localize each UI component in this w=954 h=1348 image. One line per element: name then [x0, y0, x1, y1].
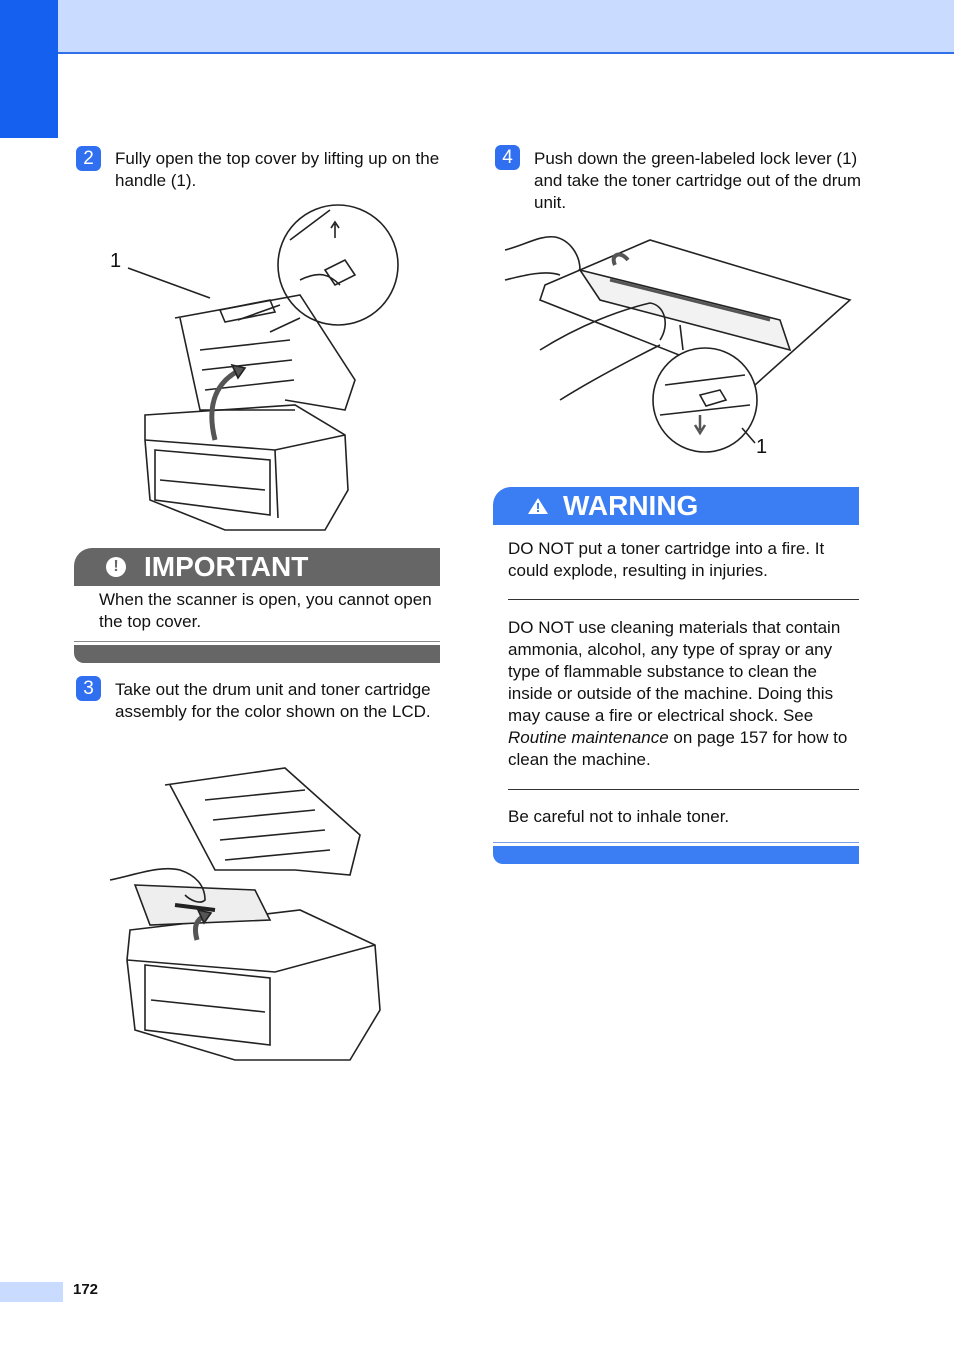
warning-cleaning-text-end: on page 157 for how to clean the machine… — [508, 728, 848, 769]
printer-top-cover-open-illustration — [127, 204, 399, 531]
warning-fire-text: DO NOT put a toner cartridge into a fire… — [508, 539, 825, 580]
warning-separator-1 — [508, 599, 859, 600]
step-4-number: 4 — [495, 145, 520, 170]
header-band — [0, 0, 954, 54]
warning-triangle-icon — [528, 498, 548, 514]
warning-separator-2 — [508, 789, 859, 790]
warning-footer — [493, 846, 859, 864]
routine-maintenance-reference: Routine maintenance — [508, 728, 669, 747]
chapter-tab — [0, 0, 58, 138]
printer-drum-removal-illustration — [109, 767, 381, 1061]
warning-inhale-text: Be careful not to inhale toner. — [508, 807, 730, 826]
toner-cartridge-removal-illustration — [504, 235, 852, 453]
important-footer — [74, 645, 440, 663]
warning-divider — [493, 842, 859, 843]
warning-header: WARNING — [493, 487, 859, 525]
step-4-text: Push down the green-labeled lock lever (… — [534, 149, 861, 212]
page-number: 172 — [73, 1281, 99, 1298]
step-2-text: Fully open the top cover by lifting up o… — [115, 149, 440, 190]
important-divider — [74, 641, 440, 642]
warning-cleaning-text: DO NOT use cleaning materials that conta… — [508, 617, 860, 771]
important-text: When the scanner is open, you cannot ope… — [99, 590, 432, 631]
page-number-tab — [0, 1282, 63, 1302]
important-title: IMPORTANT — [144, 551, 309, 582]
step-3-text: Take out the drum unit and toner cartrid… — [115, 680, 431, 721]
callout-label-lock-lever: 1 — [756, 436, 768, 458]
exclamation-icon: ! — [106, 557, 126, 577]
step-2-number: 2 — [76, 146, 101, 171]
step-3-number: 3 — [76, 676, 101, 701]
callout-label-handle: 1 — [110, 250, 122, 272]
important-header: ! IMPORTANT — [74, 548, 440, 586]
warning-title: WARNING — [563, 490, 699, 521]
warning-cleaning-text-start: DO NOT use cleaning materials that conta… — [508, 618, 841, 725]
